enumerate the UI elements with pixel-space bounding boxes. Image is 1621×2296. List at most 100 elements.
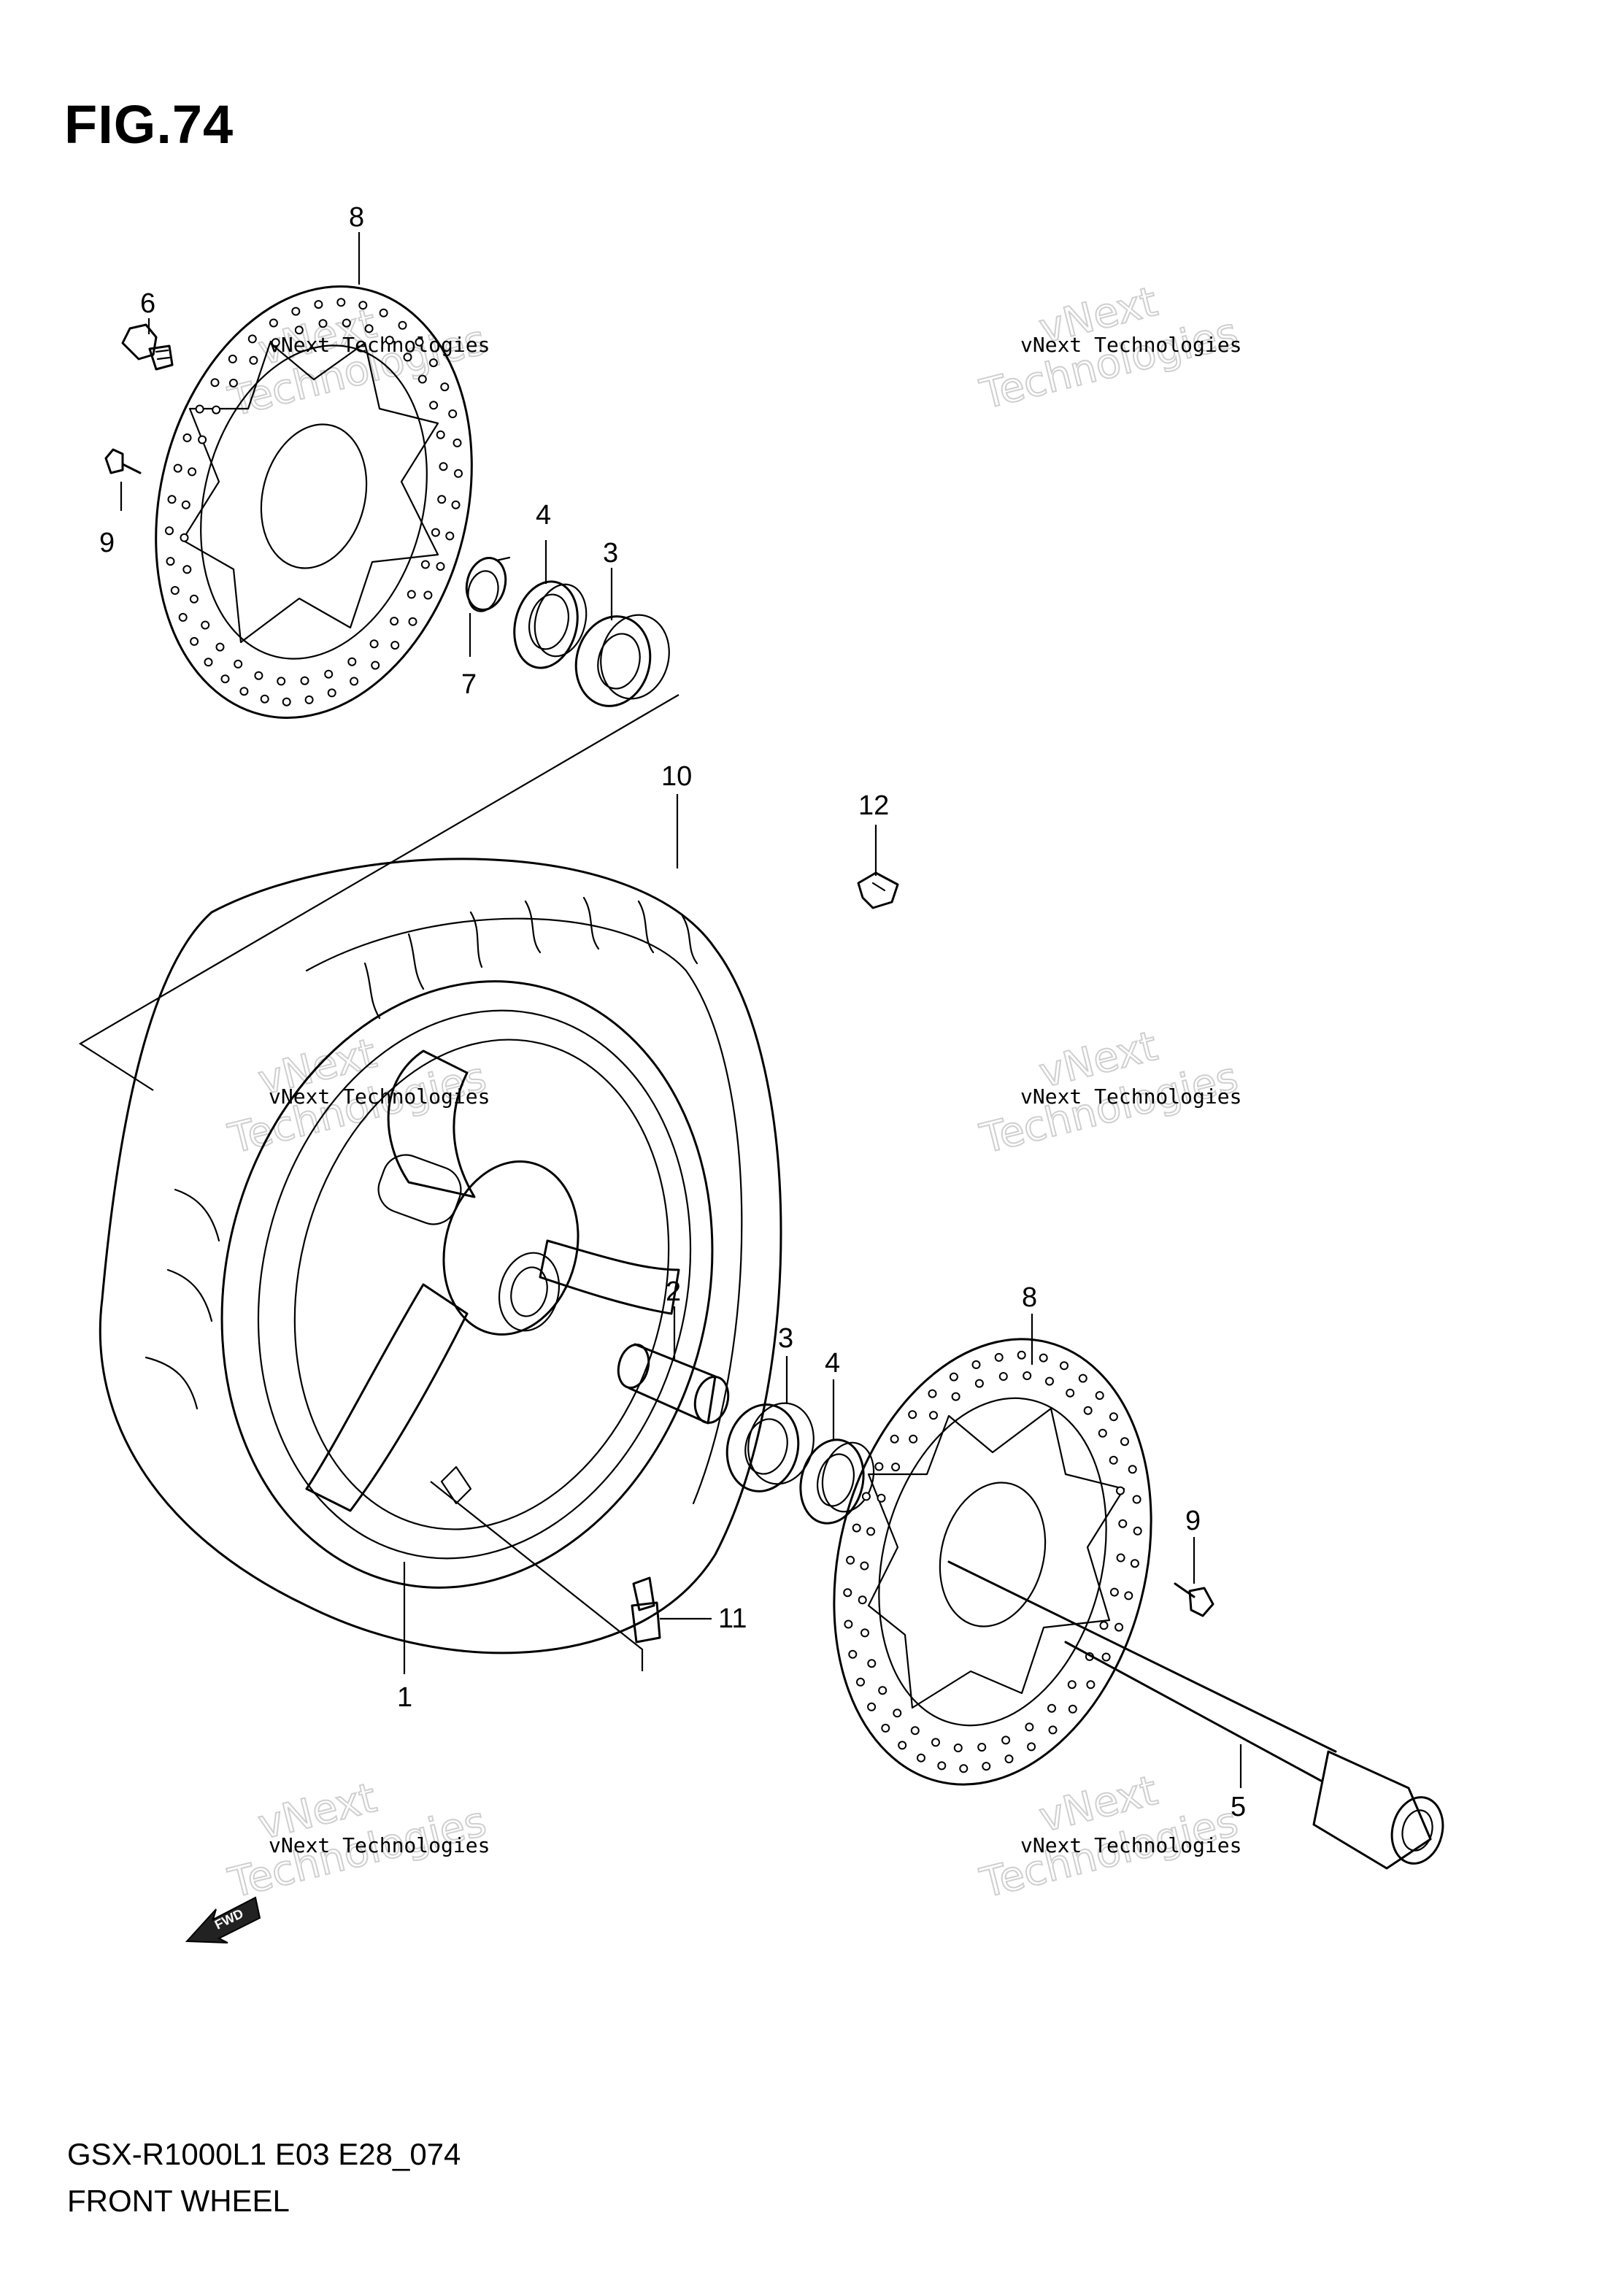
disc-drill-hole: [304, 695, 314, 704]
disc-drill-hole: [1116, 1553, 1125, 1563]
disc-drill-hole: [180, 533, 189, 542]
svg-text:vNext Technologies: vNext Technologies: [1020, 1085, 1241, 1109]
disc-drill-hole: [182, 433, 192, 442]
callout-9-upper: 9: [99, 528, 115, 558]
disc-drill-hole: [428, 358, 438, 368]
brake-disc-left: [155, 285, 473, 719]
callout-8-upper: 8: [349, 202, 364, 233]
disc-drill-hole: [415, 337, 424, 347]
callout-4-lower: 4: [825, 1348, 840, 1379]
disc-drill-hole: [852, 1523, 861, 1533]
bearing-3-lower: [725, 1402, 815, 1492]
disc-drill-hole: [336, 298, 346, 307]
disc-drill-hole: [1124, 1591, 1133, 1600]
disc-drill-hole: [982, 1762, 991, 1771]
disc-drill-hole: [909, 1434, 918, 1444]
assembly-guide-lines: [78, 694, 679, 1671]
disc-drill-hole: [182, 565, 192, 574]
disc-drill-hole: [350, 677, 359, 686]
disc-drill-hole: [364, 324, 374, 334]
hex-bolt-6: [121, 323, 174, 371]
callout-11: 11: [718, 1603, 747, 1634]
bearing-4-lower: [799, 1438, 875, 1525]
disc-drill-hole: [929, 1411, 938, 1420]
disc-drill-hole: [1017, 1350, 1026, 1360]
disc-drill-hole: [867, 1659, 877, 1668]
disc-drill-hole: [860, 1561, 869, 1571]
disc-drill-hole: [844, 1619, 853, 1629]
disc-drill-hole: [390, 641, 400, 650]
disc-drill-hole: [856, 1677, 865, 1687]
disc-drill-hole: [239, 687, 249, 696]
disc-drill-hole: [931, 1738, 940, 1747]
disc-drill-hole: [1047, 1703, 1056, 1713]
screw-9-lower: [1174, 1582, 1214, 1617]
disc-drill-hole: [448, 409, 458, 418]
disc-drill-hole: [189, 594, 199, 604]
disc-drill-hole: [1004, 1754, 1014, 1764]
disc-drill-hole: [420, 560, 430, 569]
disc-drill-hole: [453, 438, 462, 447]
disc-drill-hole: [300, 676, 309, 685]
disc-drill-hole: [1132, 1495, 1141, 1504]
disc-drill-hole: [1066, 1388, 1075, 1398]
disc-drill-hole: [173, 463, 182, 473]
disc-drill-hole: [953, 1744, 963, 1752]
disc-drill-hole: [347, 657, 357, 666]
callout-3-upper: 3: [603, 538, 618, 569]
callout-10: 10: [661, 761, 692, 792]
disc-drill-hole: [314, 300, 323, 309]
disc-drill-hole: [949, 1372, 958, 1382]
disc-drill-hole: [431, 528, 440, 537]
disc-drill-hole: [234, 659, 243, 669]
disc-drill-hole: [437, 495, 447, 504]
disc-drill-hole: [358, 301, 368, 310]
disc-drill-hole: [951, 1392, 960, 1401]
screw-9-upper: [104, 448, 142, 474]
dust-seal-7: [465, 556, 511, 612]
disc-drill-hole: [407, 590, 416, 599]
disc-drill-hole: [324, 669, 334, 679]
disc-drill-hole: [860, 1628, 869, 1638]
disc-drill-hole: [974, 1379, 984, 1388]
disc-drill-hole: [908, 1410, 917, 1419]
svg-text:vNext Technologies: vNext Technologies: [269, 1833, 490, 1857]
disc-drill-hole: [291, 307, 301, 316]
disc-drill-hole: [445, 531, 455, 541]
disc-drill-hole: [371, 660, 380, 670]
disc-drill-hole: [454, 469, 463, 478]
disc-drill-hole: [998, 1372, 1008, 1381]
disc-drill-hole: [1133, 1526, 1142, 1536]
disc-drill-hole: [890, 1434, 899, 1444]
disc-drill-hole: [188, 467, 197, 477]
disc-drill-hole: [228, 378, 238, 388]
wheel-spacer-2: [617, 1343, 730, 1425]
callout-6: 6: [140, 288, 155, 319]
disc-drill-hole: [1078, 1374, 1087, 1383]
disc-drill-hole: [858, 1595, 867, 1605]
callout-3-lower: 3: [778, 1323, 793, 1354]
disc-drill-hole: [881, 1723, 890, 1733]
disc-drill-hole: [198, 435, 207, 444]
disc-drill-hole: [282, 697, 291, 706]
disc-drill-hole: [874, 1462, 884, 1471]
disc-drill-hole: [201, 620, 210, 630]
disc-drill-hole: [1060, 1361, 1069, 1371]
disc-drill-hole: [165, 526, 174, 536]
disc-drill-hole: [1023, 1371, 1032, 1380]
disc-drill-hole: [190, 636, 199, 646]
callout-2: 2: [666, 1276, 681, 1307]
disc-drill-hole: [439, 462, 448, 471]
disc-drill-hole: [260, 694, 269, 704]
disc-drill-hole: [1098, 1428, 1107, 1438]
callout-8-lower: 8: [1022, 1282, 1037, 1313]
callout-9-lower: 9: [1185, 1506, 1201, 1536]
disc-drill-hole: [436, 430, 445, 439]
disc-drill-hole: [1068, 1704, 1077, 1714]
disc-drill-hole: [891, 1463, 901, 1472]
disc-drill-hole: [436, 562, 445, 571]
disc-drill-hole: [1109, 1455, 1118, 1465]
disc-drill-hole: [1109, 1412, 1118, 1422]
disc-drill-hole: [1118, 1519, 1128, 1528]
disc-drill-hole: [1116, 1486, 1125, 1495]
